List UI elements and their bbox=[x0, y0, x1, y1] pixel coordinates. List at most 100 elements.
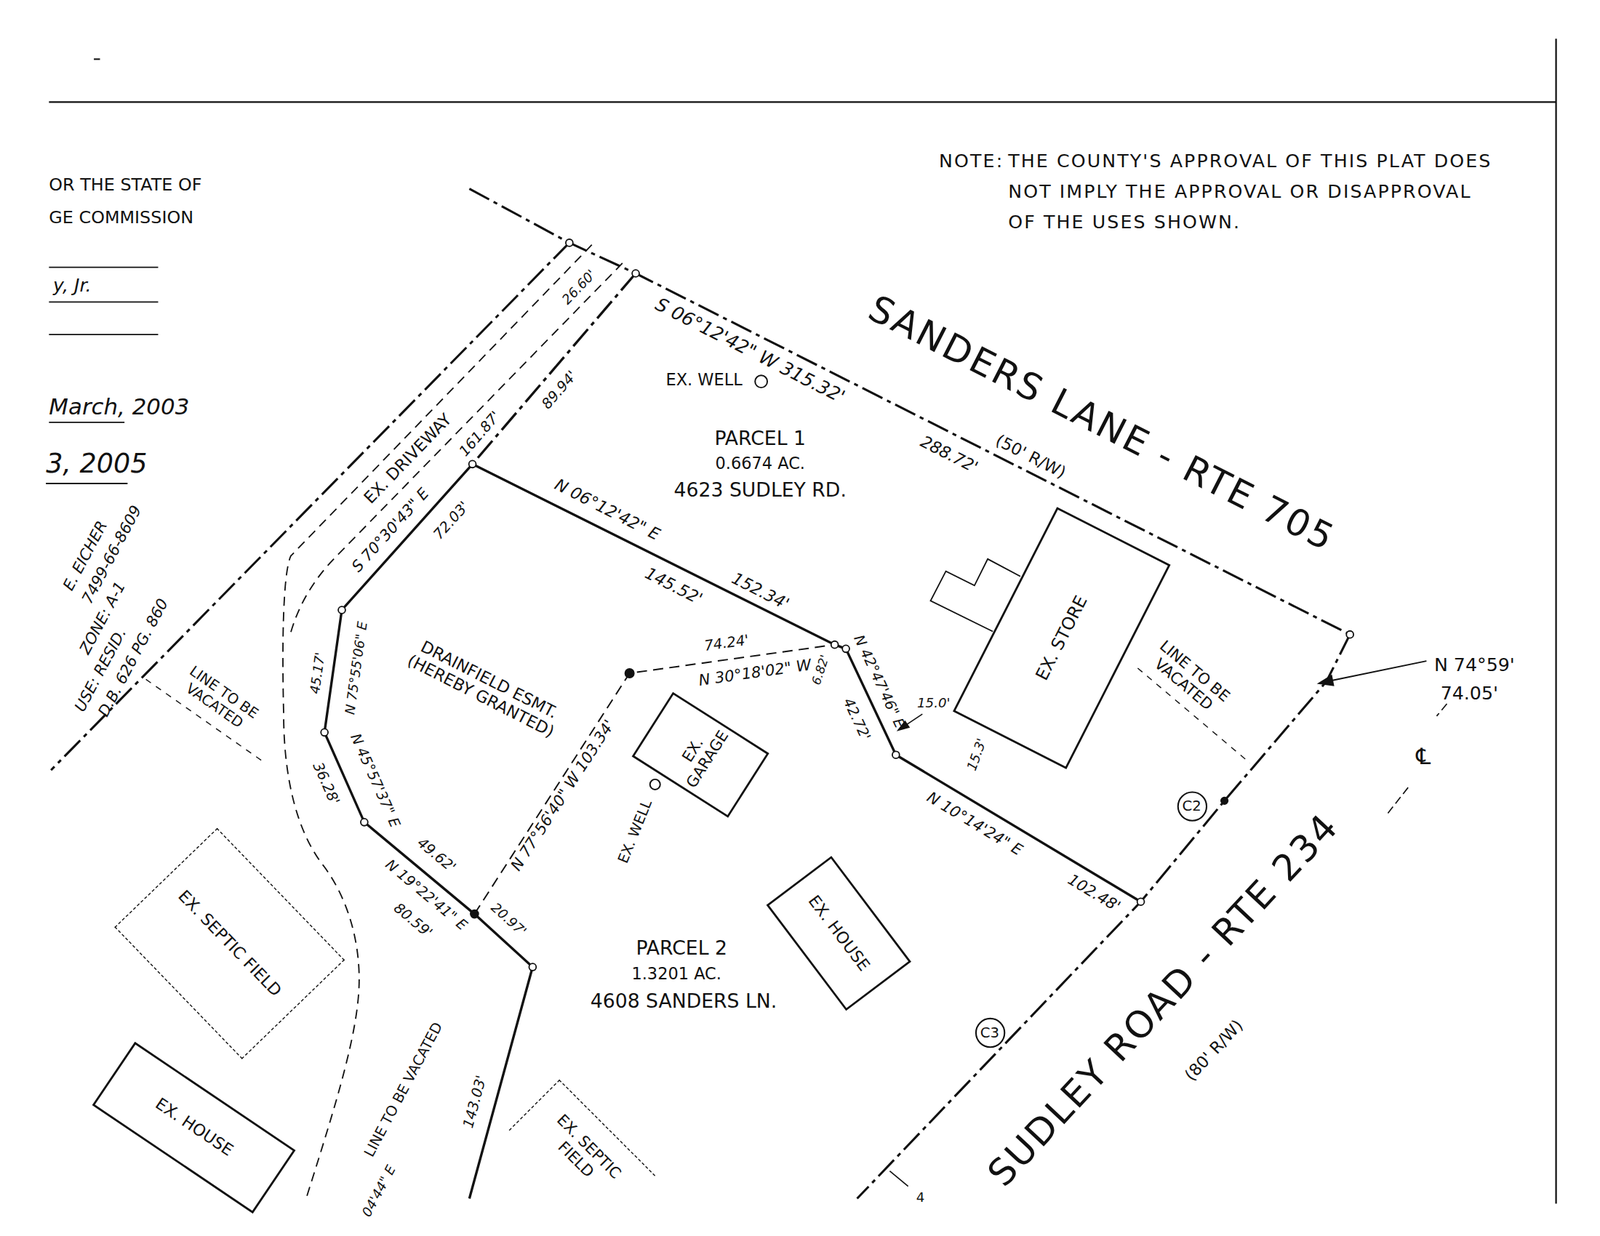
callout-circle bbox=[975, 1018, 1004, 1047]
easement-label: DRAINFIELD ESMT. (HEREBY GRANTED) bbox=[396, 631, 573, 746]
parcel-name: PARCEL 1 bbox=[714, 427, 806, 451]
sheet-border bbox=[48, 38, 1556, 1204]
dimension: 6.82' bbox=[810, 653, 833, 688]
dimension: 36.28' bbox=[309, 760, 344, 808]
node-label: C2 bbox=[1182, 797, 1202, 815]
curve-callout: C2 bbox=[1176, 790, 1208, 822]
bearing: N 30°18'02" W bbox=[697, 656, 813, 691]
signature-lines bbox=[45, 267, 158, 484]
node-label: EX. HOUSE bbox=[804, 892, 874, 976]
centerline-symbol: ℄ bbox=[1416, 744, 1431, 770]
vacated-label: LINE TO BE VACATED bbox=[168, 656, 271, 742]
bearing: N 77°56'40" W 103.34' bbox=[507, 717, 619, 875]
septic-field: EX. SEPTIC FIELD bbox=[114, 828, 345, 1060]
dimension: 74.05' bbox=[1440, 683, 1499, 705]
certificate-text: OR THE STATE OF bbox=[48, 175, 202, 195]
well-label: EX. WELL bbox=[665, 370, 742, 390]
signature: y, Jr. bbox=[53, 275, 92, 297]
dimension: 4 bbox=[916, 1191, 926, 1207]
sudley-road-line bbox=[857, 634, 1351, 1200]
drainfield-line bbox=[474, 645, 835, 915]
survey-point bbox=[632, 269, 640, 278]
dimension-tick bbox=[889, 1171, 908, 1187]
survey-point bbox=[320, 728, 328, 736]
parcel-name: PARCEL 2 bbox=[635, 937, 728, 960]
survey-point bbox=[624, 669, 635, 679]
node-label: EX. GARAGE bbox=[667, 718, 732, 792]
certificate-text: GE COMMISSION bbox=[48, 208, 194, 228]
dimension: 72.03' bbox=[429, 498, 472, 543]
note-text: THE COUNTY'S APPROVAL OF THIS PLAT DOES … bbox=[1008, 146, 1498, 238]
bearing: S 06°12'42" W 315.32' bbox=[651, 293, 848, 408]
dimension: 45.17' bbox=[307, 651, 329, 696]
dimension: 288.72' bbox=[917, 432, 981, 478]
bearing: N 75°55'06" E bbox=[343, 621, 372, 717]
leader-line bbox=[1332, 661, 1427, 681]
survey-point bbox=[842, 645, 850, 653]
driveway-edge bbox=[282, 245, 592, 1200]
dimension: 42.72' bbox=[840, 695, 875, 743]
node-label: EX. STORE bbox=[1031, 592, 1091, 683]
survey-point bbox=[831, 641, 839, 649]
node-label: EX. SEPTIC FIELD bbox=[174, 887, 286, 1001]
sheet-mark bbox=[93, 58, 100, 60]
bearing: S 70°30'43" E bbox=[348, 485, 433, 576]
survey-point bbox=[469, 460, 477, 468]
driveway-label: EX. DRIVEWAY bbox=[360, 410, 456, 508]
bearing: N 06°12'42" E bbox=[551, 475, 663, 545]
building-outline: EX. HOUSE bbox=[92, 1041, 296, 1214]
survey-point bbox=[565, 239, 574, 247]
parcel-area: 1.3201 AC. bbox=[631, 965, 721, 984]
node-label: EX. HOUSE bbox=[151, 1094, 237, 1160]
survey-point bbox=[1221, 797, 1229, 805]
node-label: EX. SEPTIC FIELD bbox=[524, 1096, 639, 1211]
building-outline: EX. HOUSE bbox=[766, 856, 912, 1011]
leader-line bbox=[906, 714, 923, 725]
parcel-address: 4608 SANDERS LN. bbox=[590, 990, 777, 1014]
dimension: 15.3' bbox=[964, 736, 990, 774]
dimension: 143.03' bbox=[459, 1074, 490, 1131]
node-label: C3 bbox=[980, 1024, 1000, 1042]
parcel-line bbox=[324, 464, 533, 1199]
survey-point bbox=[360, 818, 368, 827]
bearing: N 10°14'24" E bbox=[923, 789, 1026, 860]
bearing: N 74°59' bbox=[1434, 654, 1515, 676]
sanders-lane-line bbox=[469, 189, 1350, 635]
parcel-area: 0.6674 AC. bbox=[715, 454, 806, 474]
dimension: 89.94' bbox=[538, 367, 580, 412]
parcel-line bbox=[472, 464, 1142, 902]
bearing: 04'44" E bbox=[360, 1163, 400, 1221]
date: 3, 2005 bbox=[45, 448, 147, 480]
dimension: 20.97' bbox=[487, 901, 529, 941]
road-name: SUDLEY ROAD - RTE 234 bbox=[979, 805, 1347, 1195]
survey-point bbox=[1137, 898, 1145, 906]
arrowhead bbox=[1318, 675, 1334, 686]
dimension: 74.24' bbox=[703, 631, 750, 654]
driveway-edge bbox=[290, 263, 623, 633]
store-outline bbox=[930, 559, 1021, 632]
dimension: 152.34' bbox=[728, 569, 792, 614]
survey-point bbox=[1346, 631, 1354, 639]
curve-callout: C3 bbox=[973, 1016, 1006, 1048]
right-of-way: (80' R/W) bbox=[1181, 1016, 1247, 1086]
survey-point bbox=[470, 909, 479, 918]
centerline bbox=[1385, 704, 1447, 816]
survey-point bbox=[338, 606, 346, 614]
building-outline: EX. GARAGE bbox=[631, 692, 769, 819]
dimension: 49.62' bbox=[414, 834, 460, 876]
building-outline: EX. STORE bbox=[952, 506, 1171, 769]
note-heading: NOTE: bbox=[938, 150, 1004, 172]
parcel-address: 4623 SUDLEY RD. bbox=[674, 480, 847, 503]
dimension: 15.0' bbox=[917, 696, 951, 712]
well-symbol bbox=[650, 779, 661, 790]
dimension: 161.87' bbox=[456, 408, 504, 460]
dimension: 26.60' bbox=[559, 267, 600, 309]
bearing: N 45°57'37" E bbox=[347, 730, 404, 830]
callout-circle bbox=[1177, 792, 1206, 821]
dimension: 102.48' bbox=[1064, 871, 1124, 917]
well-label: EX. WELL bbox=[614, 797, 655, 867]
well-symbol bbox=[754, 375, 768, 388]
date: March, 2003 bbox=[48, 394, 190, 420]
